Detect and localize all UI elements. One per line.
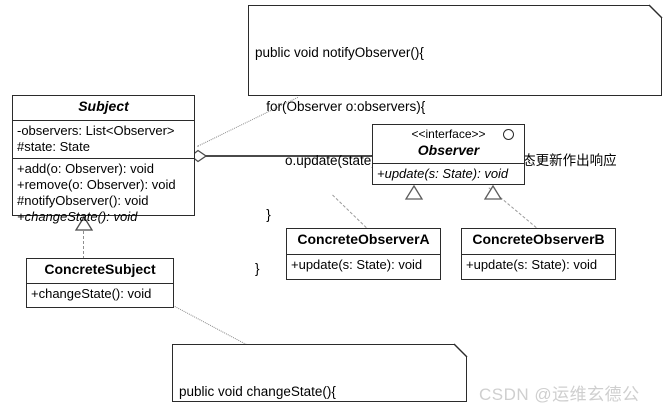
aggregation-subject-observer-line: [205, 155, 372, 157]
note-notify-observer: public void notifyObserver(){ for(Observ…: [248, 4, 663, 276]
class-observer[interactable]: <<interface>> Observer +update(s: State)…: [372, 124, 525, 185]
class-member: #state: State: [17, 139, 90, 154]
class-subject[interactable]: Subject -observers: List<Observer> #stat…: [12, 95, 195, 224]
class-observer-stereotype: <<interface>>: [411, 127, 486, 141]
class-concrete-observer-b-name: ConcreteObserverB: [472, 231, 605, 247]
class-concrete-observer-b[interactable]: ConcreteObserverB +update(s: State): voi…: [461, 228, 616, 280]
class-subject-operations: +add(o: Observer): void +remove(o: Obser…: [13, 158, 194, 228]
class-member: -observers: List<Observer>: [17, 123, 175, 138]
class-concrete-subject-operations: +changeState(): void: [27, 283, 173, 305]
class-concrete-observer-a-name: ConcreteObserverA: [297, 231, 430, 247]
generalization-concretesubject-subject-line: [83, 231, 84, 259]
realization-triangle-b-icon: [483, 185, 503, 200]
class-concrete-observer-a-operations: +update(s: State): void: [287, 254, 440, 276]
class-member: +update(s: State): void: [291, 257, 423, 272]
class-member: #notifyObserver(): void: [17, 193, 149, 208]
note-line: }: [255, 207, 271, 222]
note-change-state-text: public void changeState(){ notifyObserve…: [172, 344, 467, 408]
realization-triangle-a-icon: [404, 185, 424, 200]
note-fold-corner-icon: [453, 343, 468, 358]
note-change-state-body: [172, 344, 467, 402]
class-member: +update(s: State): void: [466, 257, 598, 272]
note-line: public void changeState(){: [179, 384, 336, 399]
class-member: +remove(o: Observer): void: [17, 177, 176, 192]
class-observer-name: Observer: [417, 142, 480, 158]
class-concrete-observer-b-operations: +update(s: State): void: [462, 254, 615, 276]
note-fold-corner-icon: [648, 4, 663, 19]
class-subject-name: Subject: [78, 98, 129, 114]
class-member: +changeState(): void: [31, 286, 152, 301]
note-line: }: [255, 261, 260, 276]
class-concrete-observer-b-title-compartment: ConcreteObserverB: [462, 229, 615, 254]
class-concrete-observer-a-title-compartment: ConcreteObserverA: [287, 229, 440, 254]
class-observer-title-compartment: <<interface>> Observer: [373, 125, 524, 163]
note-line: for(Observer o:observers){: [255, 99, 426, 114]
class-concrete-subject[interactable]: ConcreteSubject +changeState(): void: [26, 258, 174, 308]
csdn-watermark: CSDN @运维玄德公: [479, 385, 640, 404]
note-change-state: public void changeState(){ notifyObserve…: [172, 343, 468, 402]
class-member: +add(o: Observer): void: [17, 161, 154, 176]
class-member: +update(s: State): void: [377, 166, 509, 181]
class-observer-operations: +update(s: State): void: [373, 163, 524, 185]
class-concrete-subject-title-compartment: ConcreteSubject: [27, 259, 173, 283]
note-notify-observer-body: [248, 5, 662, 96]
class-subject-attributes: -observers: List<Observer> #state: State: [13, 120, 194, 158]
class-subject-title-compartment: Subject: [13, 96, 194, 120]
interface-circle-icon: [503, 129, 514, 140]
class-concrete-observer-a[interactable]: ConcreteObserverA +update(s: State): voi…: [286, 228, 441, 280]
class-member: +changeState(): void: [17, 209, 138, 224]
note-line: public void notifyObserver(){: [255, 45, 424, 60]
class-concrete-subject-name: ConcreteSubject: [44, 261, 156, 277]
generalization-triangle-icon: [74, 216, 94, 231]
